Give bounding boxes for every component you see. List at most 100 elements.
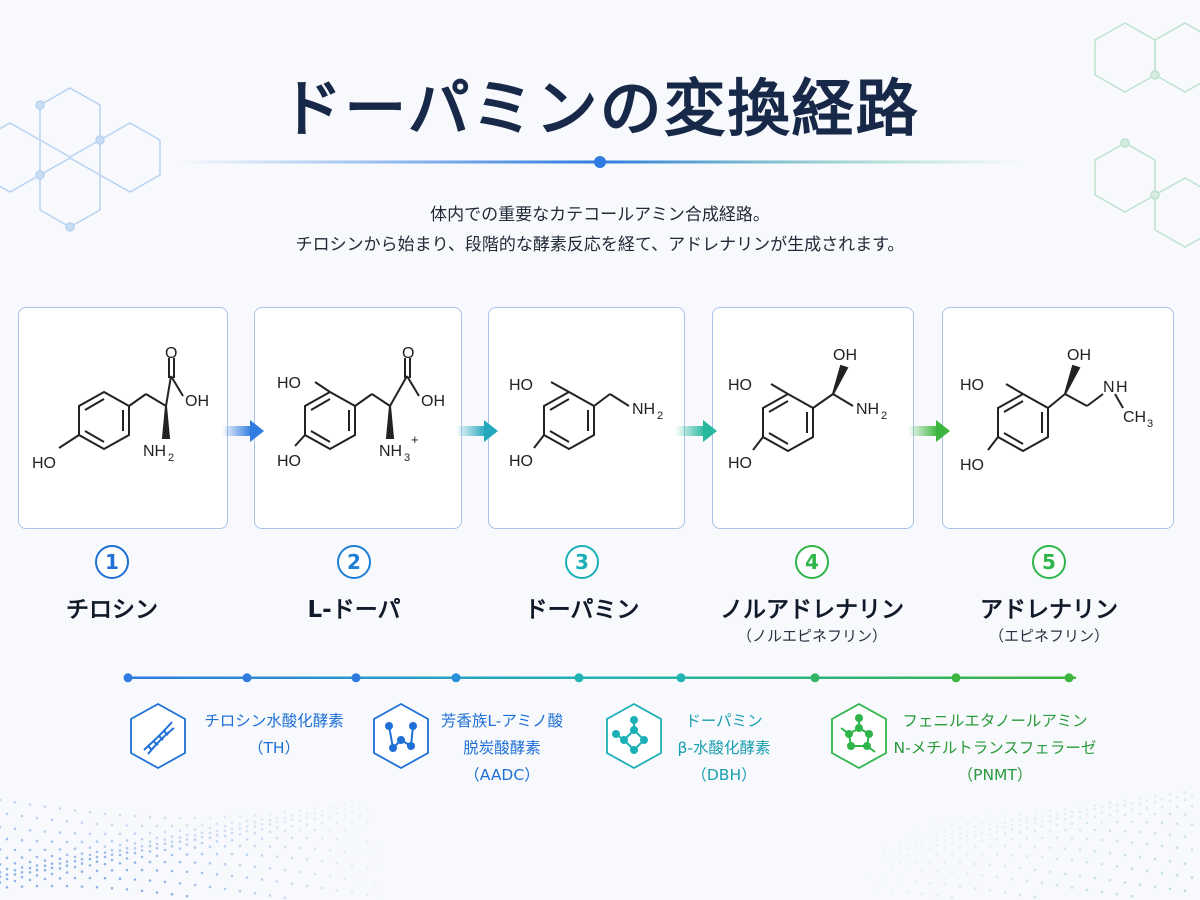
- decor-dot: [1145, 842, 1149, 846]
- decor-dot: [1048, 819, 1052, 823]
- decor-dot: [1018, 830, 1022, 834]
- decor-dot: [1138, 883, 1142, 886]
- decor-dot: [193, 834, 197, 837]
- timeline-dot: [123, 673, 133, 683]
- decor-dot: [1108, 806, 1112, 809]
- decor-dot: [185, 838, 189, 841]
- compound-name-5: アドレナリン: [980, 597, 1118, 623]
- decor-dot: [155, 854, 159, 858]
- decor-dot: [883, 847, 887, 851]
- decor-dot: [1033, 895, 1037, 899]
- decor-dot: [43, 859, 47, 862]
- decor-dot: [193, 861, 197, 864]
- decor-dot: [80, 840, 84, 844]
- enzyme-dbh-line-2: β-水酸化酵素: [677, 739, 771, 757]
- decor-dot: [313, 817, 317, 821]
- decor-dot: [283, 816, 287, 820]
- decor-dot: [898, 850, 902, 854]
- decor-dot: [935, 894, 939, 897]
- decor-dot: [1018, 813, 1022, 816]
- decor-dot: [5, 837, 9, 841]
- decor-dot: [1130, 894, 1134, 898]
- decor-dot: [373, 881, 377, 885]
- decor-dot: [170, 835, 174, 838]
- decor-dot: [1085, 861, 1089, 864]
- decor-dot: [1018, 819, 1022, 822]
- decor-dot: [163, 816, 167, 819]
- decor-dot: [140, 855, 144, 859]
- decor-dot: [313, 812, 317, 815]
- decor-dot: [215, 840, 219, 843]
- decor-dot: [223, 834, 227, 838]
- decor-dot: [275, 836, 279, 840]
- decor-dot: [50, 872, 54, 876]
- decor-dot: [58, 877, 62, 880]
- adrenaline-label-ho-2: HO: [960, 457, 984, 474]
- decor-dot: [1025, 836, 1029, 840]
- decor-dot: [118, 832, 122, 836]
- decor-dot: [1093, 850, 1097, 853]
- decor-dot: [73, 876, 77, 880]
- decor-dot: [43, 830, 47, 833]
- decor-dot: [58, 867, 62, 870]
- decor-dot: [350, 821, 354, 824]
- decor-dot: [118, 849, 122, 852]
- decor-dot: [268, 845, 272, 848]
- decor-dot: [928, 860, 932, 864]
- decor-dot: [110, 858, 114, 862]
- decor-dot: [58, 862, 62, 865]
- decor-dot: [875, 887, 879, 891]
- decor-dot: [95, 822, 99, 826]
- decor-dot: [155, 891, 159, 894]
- decor-dot: [1108, 879, 1112, 882]
- decor-dot: [65, 864, 69, 867]
- decor-dot: [950, 896, 954, 899]
- decor-dot: [155, 824, 159, 828]
- decor-dot: [1138, 802, 1142, 806]
- enzyme-label-aadc: 芳香族L-アミノ酸 脱炭酸酵素 （AADC）: [432, 708, 572, 789]
- decor-dot: [905, 847, 909, 851]
- decor-dot: [103, 812, 107, 816]
- decor-dot: [943, 838, 947, 842]
- decor-dot: [1160, 821, 1164, 825]
- decor-dot: [1130, 801, 1134, 805]
- decor-dot: [320, 814, 324, 817]
- decor-dot: [73, 860, 77, 863]
- decor-dot: [208, 861, 212, 865]
- decor-dot: [185, 894, 189, 898]
- decor-dot: [170, 845, 174, 848]
- decor-dot: [110, 823, 114, 827]
- decor-dot: [110, 839, 114, 843]
- decor-dot: [118, 877, 122, 880]
- decor-dot: [125, 857, 129, 860]
- decor-dot: [1115, 839, 1119, 843]
- decor-dot: [950, 871, 954, 874]
- decor-dot: [1048, 870, 1052, 873]
- decor-dot: [913, 849, 917, 852]
- decor-dot: [298, 809, 302, 813]
- decor-dot: [238, 889, 242, 893]
- decor-dot: [1018, 866, 1022, 870]
- decor-dot: [80, 862, 84, 865]
- decor-dot: [1168, 812, 1172, 816]
- decor-dot: [148, 879, 152, 882]
- decor-dot: [170, 853, 174, 857]
- decor-dot: [1183, 862, 1187, 865]
- enzyme-pnmt-line-3: （PNMT）: [957, 766, 1033, 784]
- decor-dot: [1070, 886, 1074, 889]
- decor-dot: [350, 838, 354, 842]
- decor-dot: [163, 838, 167, 841]
- decor-dot: [298, 819, 302, 822]
- decor-dot: [1055, 857, 1059, 861]
- ldopa-label-ho-1: HO: [277, 375, 301, 392]
- decor-dot: [920, 869, 924, 873]
- decor-dot: [1078, 848, 1082, 852]
- decor-dot: [305, 836, 309, 840]
- decor-dot: [1100, 890, 1104, 894]
- decor-dot: [1055, 884, 1059, 887]
- decor-dot: [313, 807, 317, 811]
- decor-dot: [260, 827, 264, 831]
- decor-dot: [935, 853, 939, 856]
- decor-dot: [5, 856, 9, 860]
- decor-dot: [1010, 837, 1014, 840]
